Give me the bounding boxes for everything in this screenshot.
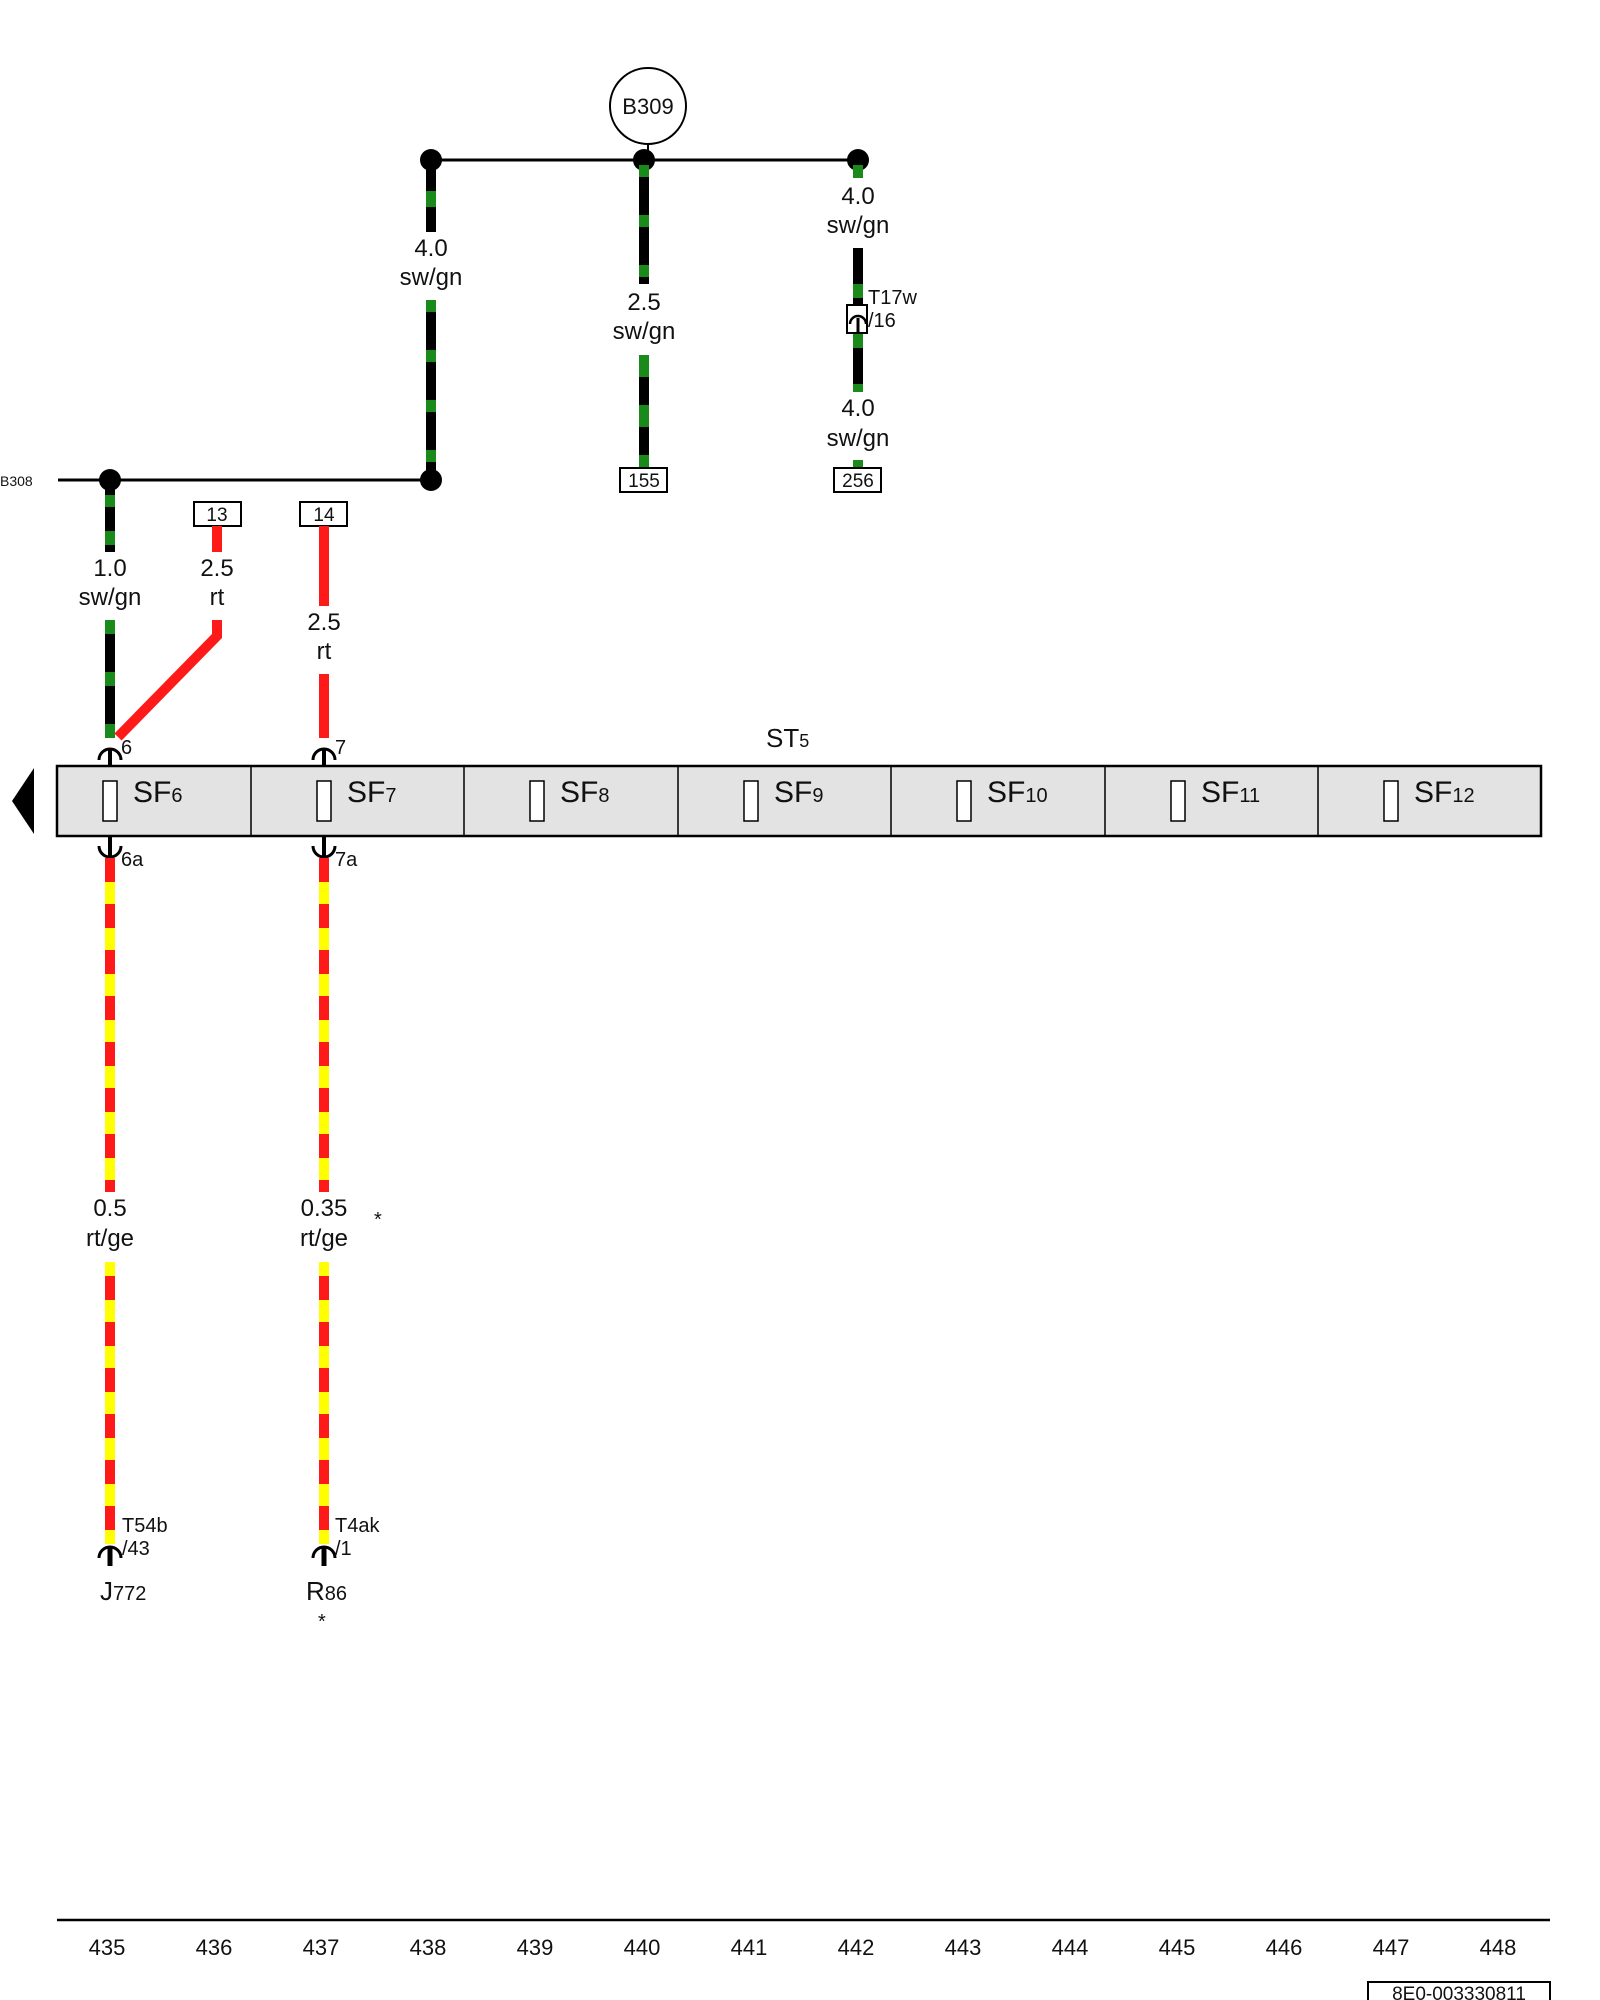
wire-gauge-size: 2.5 [627, 289, 660, 316]
ruler-number: 447 [1373, 1935, 1410, 1960]
ruler-number: 443 [945, 1935, 982, 1960]
relay-carrier-panel [55, 764, 1543, 838]
fuse-pin-bottom-7a [311, 836, 337, 859]
ref-box-14 [299, 501, 348, 527]
connector-name: T17w [868, 287, 917, 309]
junction-dot-440 [633, 149, 655, 171]
connector-pin: /43 [122, 1538, 150, 1560]
ref-box-label: 256 [842, 471, 874, 492]
wire-gauge-size: 4.0 [841, 183, 874, 210]
wire-color-code: sw/gn [613, 318, 676, 345]
ground-label-b309: B309 [622, 94, 673, 119]
ruler-number: 445 [1159, 1935, 1196, 1960]
wire-436-red-diagonal [114, 620, 222, 741]
fuse-symbol [316, 780, 332, 822]
ruler-number: 444 [1052, 1935, 1089, 1960]
ref-box-label: 14 [313, 505, 335, 526]
ruler-number: 448 [1480, 1935, 1517, 1960]
ref-box-label: 13 [206, 505, 227, 526]
wire-gauge-size: 4.0 [841, 395, 874, 422]
fuse-pin-label: 7a [335, 849, 358, 871]
ref-box-label: 155 [628, 471, 660, 492]
wire-gauge-size: 0.35 [301, 1195, 348, 1222]
ruler-numbers: 435 436 437 438 439 440 441 442 443 444 445 446 447 4… [89, 1935, 1517, 1960]
junction-dot-438-low [420, 469, 442, 491]
junction-dot-442 [847, 149, 869, 171]
fuse-symbol [743, 780, 759, 822]
ruler-number: 435 [89, 1935, 126, 1960]
fuse-label: SF11 [1201, 776, 1260, 809]
fuse-symbol [102, 780, 118, 822]
ground-label-b308: B308 [0, 473, 33, 489]
fuse-label: SF10 [987, 776, 1048, 809]
component-j772: J772 [100, 1576, 146, 1606]
wire-color-code: sw/gn [400, 264, 463, 291]
wire-gauge-size: 2.5 [307, 609, 340, 636]
wire-gauge-size: 0.5 [93, 1195, 126, 1222]
connector-pin: /16 [868, 310, 896, 332]
inline-connector-t17w [846, 304, 868, 334]
fuse-label: SF7 [347, 776, 396, 809]
fuse-symbol [1170, 780, 1186, 822]
footnote-star: * [318, 1611, 326, 1633]
fuse-symbol [1383, 780, 1399, 822]
connector-pin: /1 [335, 1538, 352, 1560]
ruler-number: 437 [303, 1935, 340, 1960]
ruler-number: 442 [838, 1935, 875, 1960]
end-connector-t54b [97, 1545, 123, 1566]
fuse-pin-top-6 [97, 747, 123, 766]
footnote-star: * [374, 1209, 382, 1231]
wire-color-code: rt [317, 638, 332, 665]
component-r86: R86 [306, 1576, 347, 1606]
fuse-pin-label: 6 [121, 737, 132, 759]
fuse-label: SF8 [560, 776, 609, 809]
wire-color-code: rt [210, 584, 225, 611]
fuse-pin-bottom-6a [97, 836, 123, 859]
doc-id: 8E0-003330811 [1392, 1984, 1526, 2000]
end-connector-t4ak [311, 1545, 337, 1566]
wire-color-code: sw/gn [827, 212, 890, 239]
wire-color-code: rt/ge [86, 1225, 134, 1252]
junction-dot-435 [99, 469, 121, 491]
wire-gauge-size: 1.0 [93, 555, 126, 582]
connector-name: T4ak [335, 1515, 380, 1537]
relay-carrier-label: ST5 [766, 723, 809, 753]
fuse-label: SF9 [774, 776, 823, 809]
fuse-label: SF6 [133, 776, 182, 809]
fuse-pin-label: 7 [335, 737, 346, 759]
fuse-pin-label: 6a [121, 849, 144, 871]
wire-gauge-size: 4.0 [414, 235, 447, 262]
ruler-number: 439 [517, 1935, 554, 1960]
junction-dot-438 [420, 149, 442, 171]
ruler-number: 441 [731, 1935, 768, 1960]
fuse-pin-top-7 [311, 747, 337, 766]
fuse-symbol [529, 780, 545, 822]
wire-color-code: sw/gn [79, 584, 142, 611]
ruler-number: 440 [624, 1935, 661, 1960]
page-continue-arrow [12, 768, 34, 834]
ruler-number: 438 [410, 1935, 447, 1960]
connector-name: T54b [122, 1515, 168, 1537]
wire-gauge-size: 2.5 [200, 555, 233, 582]
ruler-number: 446 [1266, 1935, 1303, 1960]
ref-box-256 [833, 467, 882, 493]
fuse-row: SF6 SF7 SF8 SF9 SF10 SF11 SF12 [102, 766, 1475, 836]
ref-box-155 [619, 467, 668, 493]
fuse-label: SF12 [1414, 776, 1475, 809]
ruler-number: 436 [196, 1935, 233, 1960]
doc-id-box [1367, 1981, 1551, 2000]
wire-color-code: rt/ge [300, 1225, 348, 1252]
fuse-symbol [956, 780, 972, 822]
wire-color-code: sw/gn [827, 425, 890, 452]
ground-point-b309: B309 [609, 67, 687, 161]
